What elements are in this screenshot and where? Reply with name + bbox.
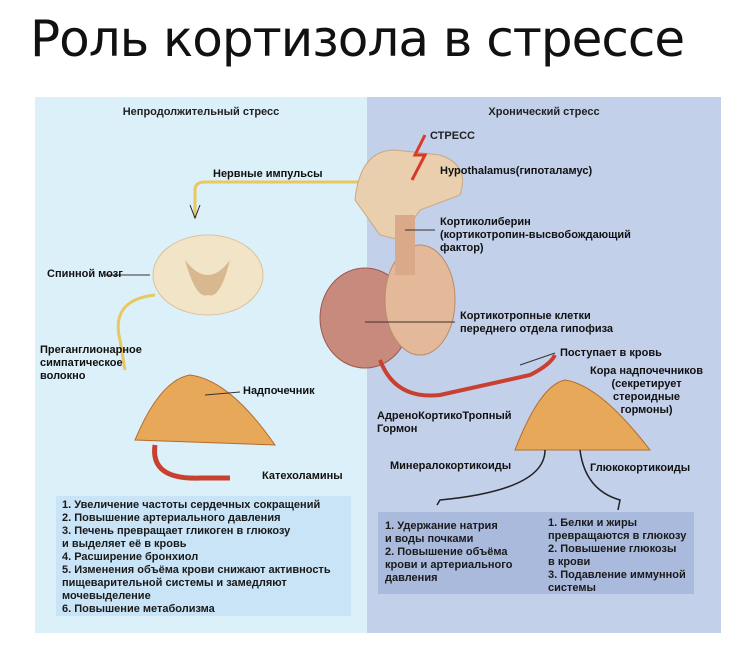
adrenal-gland-right-icon — [514, 379, 652, 451]
label-glucocorticoids: Глюкокортикоиды — [590, 462, 691, 474]
gluco-arrow — [579, 449, 621, 511]
blood-vessel-right — [378, 353, 557, 398]
label-catecholamines: Катехоламины — [262, 470, 343, 482]
chronic-effects-box — [378, 512, 694, 594]
label-mineralocorticoids: Минералокортикоиды — [390, 460, 512, 472]
brain-icon — [354, 149, 463, 241]
chronic-header: Хронический стресс — [488, 106, 600, 118]
nerve-impulse-path — [193, 180, 375, 218]
stress-lightning-icon — [410, 134, 428, 181]
page-title: Роль кортизола в стрессе — [30, 10, 685, 68]
short-term-effects-list: 1. Увеличение частоты сердечных сокращен… — [56, 496, 351, 616]
label-crh: Кортиколиберин(кортикотропин-высвобождаю… — [440, 216, 631, 254]
label-enters-blood: Поступает в кровь — [560, 347, 662, 359]
label-nerve-impulses: Нервные импульсы — [213, 168, 323, 180]
label-adrenal: Надпочечник — [243, 385, 315, 397]
blood-vessel-left — [152, 444, 230, 481]
label-stress: СТРЕСС — [430, 130, 475, 142]
adrenal-gland-left-icon — [134, 374, 276, 446]
spinal-cord-icon — [152, 234, 264, 316]
label-spinal-cord: Спинной мозг — [47, 268, 123, 280]
pituitary-icon — [319, 215, 456, 369]
mineral-arrow — [436, 449, 546, 506]
short-term-header: Непродолжительный стресс — [122, 106, 280, 118]
label-hypothalamus: Hypothalamus(гипоталамус) — [440, 165, 593, 177]
